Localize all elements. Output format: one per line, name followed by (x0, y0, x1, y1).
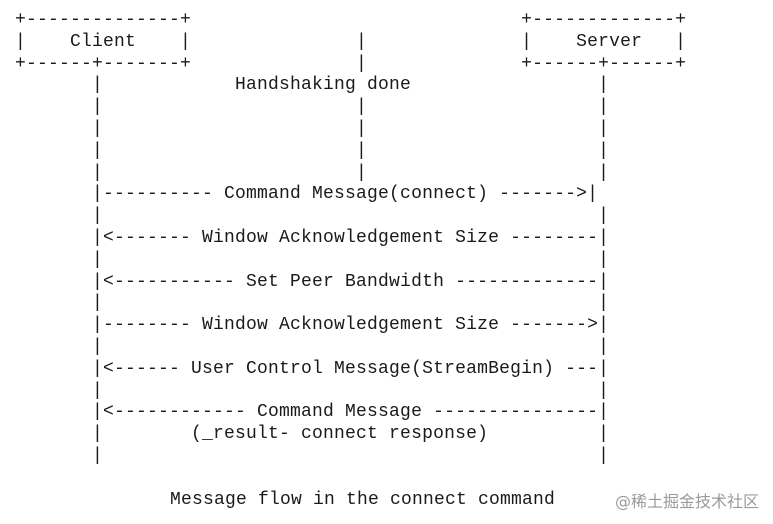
lifeline-row: | | | (15, 140, 610, 161)
message-command-result: |<------------ Command Message ---------… (15, 402, 610, 423)
lifeline-row: | | (15, 380, 610, 401)
message-user-control-stream-begin: |<------ User Control Message(StreamBegi… (15, 358, 610, 379)
lifeline-row: | | (15, 206, 610, 227)
client-box-top-border: +--------------+ +-------------+ (15, 10, 687, 30)
lifeline-row: | | (15, 249, 610, 270)
message-window-ack-size-from-server: |<------- Window Acknowledgement Size --… (15, 227, 610, 248)
handshaking-done-line: | Handshaking done | (15, 75, 610, 96)
lifeline-row: | | (15, 445, 610, 466)
watermark: @稀土掘金技术社区 (614, 492, 759, 511)
message-window-ack-size-to-server: |-------- Window Acknowledgement Size --… (15, 315, 610, 336)
lifeline-row: | | | (15, 97, 610, 118)
lifeline-row: | | | (15, 118, 610, 139)
message-result-description: | (_result- connect response) | (15, 424, 610, 445)
ascii-flow-diagram: +--------------+ +-------------+| Client… (15, 10, 686, 468)
lifeline-row: | | (15, 293, 610, 314)
lifeline-row: | | | (15, 162, 610, 183)
client-box-bottom-border: +------+-------+ | +------+------+ (15, 53, 687, 74)
diagram-caption: Message flow in the connect command (170, 490, 556, 510)
lifeline-row: | | (15, 336, 610, 357)
client-server-labels-line: | Client | | | Server | (15, 31, 687, 52)
message-set-peer-bandwidth: |<----------- Set Peer Bandwidth -------… (15, 271, 610, 292)
message-command-connect: |---------- Command Message(connect) ---… (15, 184, 599, 205)
